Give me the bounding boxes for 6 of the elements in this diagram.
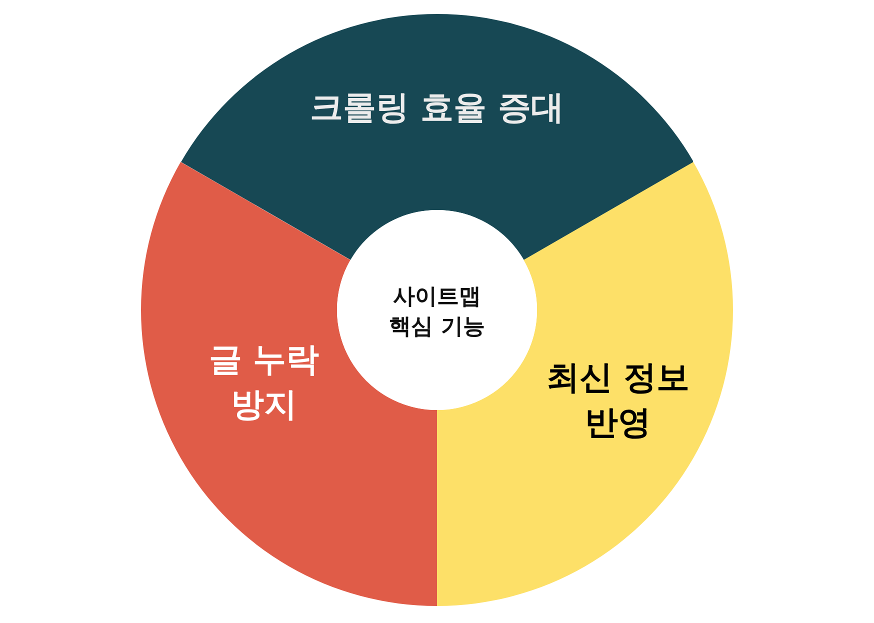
donut-segment bbox=[180, 14, 694, 260]
segment-label: 글 누락 방지 bbox=[208, 338, 320, 425]
center-circle bbox=[337, 210, 537, 410]
center-label: 사이트맵 핵심 기능 bbox=[388, 283, 486, 341]
segment-label: 크롤링 효율 증대 bbox=[308, 86, 565, 129]
segment-label: 최신 정보 반영 bbox=[545, 356, 691, 443]
